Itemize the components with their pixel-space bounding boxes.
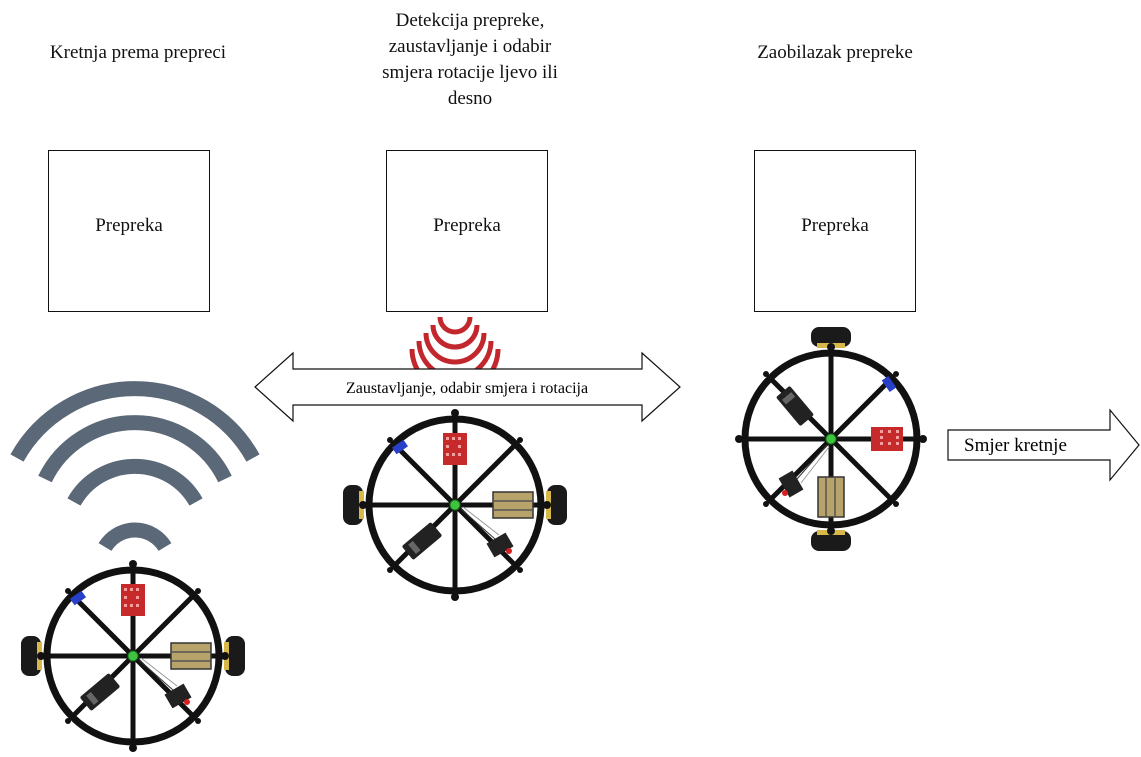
robot-icon (343, 409, 567, 601)
obstacle-box-2: Prepreka (386, 150, 548, 312)
right-arrow-icon (947, 408, 1140, 482)
robot-icon (21, 560, 245, 752)
obstacle-label: Prepreka (95, 215, 163, 236)
wifi-signal-icon (10, 381, 260, 552)
obstacle-label: Prepreka (433, 215, 501, 236)
robot-icon (735, 327, 927, 551)
direction-arrow-label: Smjer kretnje (964, 435, 1067, 456)
phase-3-title: Zaobilazak prepreke (757, 42, 913, 63)
obstacle-box-1: Prepreka (48, 150, 210, 312)
rotation-arrow-label: Zaustavljanje, odabir smjera i rotacija (346, 380, 588, 397)
phase-2-title: Detekcija prepreke, zaustavljanje i odab… (382, 10, 558, 109)
obstacle-box-3: Prepreka (754, 150, 916, 312)
double-arrow-icon (254, 351, 681, 423)
obstacle-label: Prepreka (801, 215, 869, 236)
phase-1-title: Kretnja prema prepreci (49, 42, 227, 63)
